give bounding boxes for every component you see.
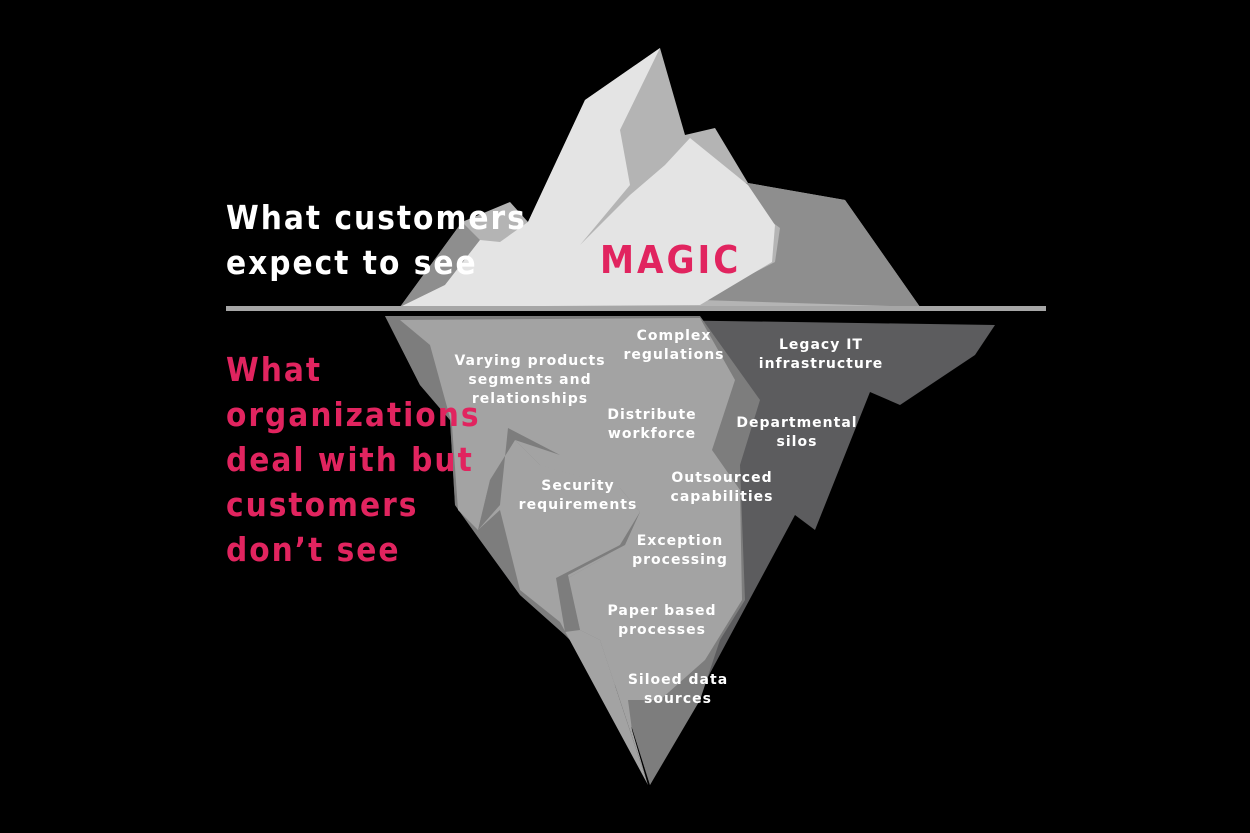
above-water-label-line: expect to see — [226, 243, 478, 282]
hidden-item-departmental-silos: Departmental silos — [736, 414, 857, 452]
hidden-item-siloed-data: Siloed data sources — [628, 671, 728, 709]
hidden-item-line: segments and — [468, 372, 592, 388]
hidden-item-line: silos — [776, 434, 818, 450]
hidden-item-line: Departmental — [736, 415, 858, 431]
hidden-item-line: workforce — [607, 426, 697, 442]
hidden-item-line: processes — [618, 622, 706, 638]
hidden-item-complex-regulations: Complex regulations — [623, 327, 724, 365]
iceberg-tip — [400, 48, 920, 307]
below-water-label-line: organizations — [226, 395, 481, 434]
hidden-item-outsourced-capabilities: Outsourced capabilities — [671, 469, 774, 507]
hidden-item-line: Complex — [636, 328, 712, 344]
hidden-item-line: Exception — [636, 533, 724, 549]
above-water-label: What customers expect to see — [226, 195, 527, 285]
above-water-label-line: What customers — [226, 198, 527, 237]
hidden-item-line: sources — [644, 691, 712, 707]
below-water-label-line: What — [226, 350, 323, 389]
tip-left-face — [400, 222, 480, 307]
hidden-item-line: Paper based — [607, 603, 717, 619]
hidden-item-line: regulations — [623, 347, 725, 363]
hidden-item-legacy-it: Legacy IT infrastructure — [759, 336, 883, 374]
hidden-item-line: capabilities — [670, 489, 774, 505]
hidden-item-line: Outsourced — [671, 470, 773, 486]
hidden-item-line: Siloed data — [627, 672, 729, 688]
hidden-item-line: Distribute — [607, 407, 697, 423]
base-crevice-2 — [556, 512, 640, 632]
below-water-label-line: customers — [226, 485, 419, 524]
base-light-face — [400, 318, 742, 785]
hidden-item-distribute-workforce: Distribute workforce — [607, 406, 696, 444]
iceberg-base — [385, 316, 995, 785]
hidden-item-line: Legacy IT — [779, 337, 863, 353]
hidden-item-line: requirements — [518, 497, 638, 513]
hidden-item-line: Varying products — [454, 353, 606, 369]
hidden-item-line: relationships — [471, 391, 589, 407]
base-crevice — [478, 428, 560, 530]
hidden-item-line: Security — [541, 478, 615, 494]
hidden-item-exception-processing: Exception processing — [632, 532, 728, 570]
below-water-label-line: deal with but — [226, 440, 474, 479]
hidden-item-line: processing — [632, 552, 728, 568]
below-water-label-line: don’t see — [226, 530, 401, 569]
tip-right-face — [700, 182, 920, 307]
hidden-item-line: infrastructure — [758, 356, 884, 372]
hidden-item-security-requirements: Security requirements — [519, 477, 638, 515]
hidden-item-varying-products: Varying products segments and relationsh… — [454, 352, 605, 409]
tip-light-face — [400, 48, 775, 307]
tip-label-magic: MAGIC — [600, 238, 742, 282]
waterline — [226, 306, 1046, 311]
below-water-label: What organizations deal with but custome… — [226, 347, 481, 572]
hidden-item-paper-based: Paper based processes — [608, 602, 717, 640]
